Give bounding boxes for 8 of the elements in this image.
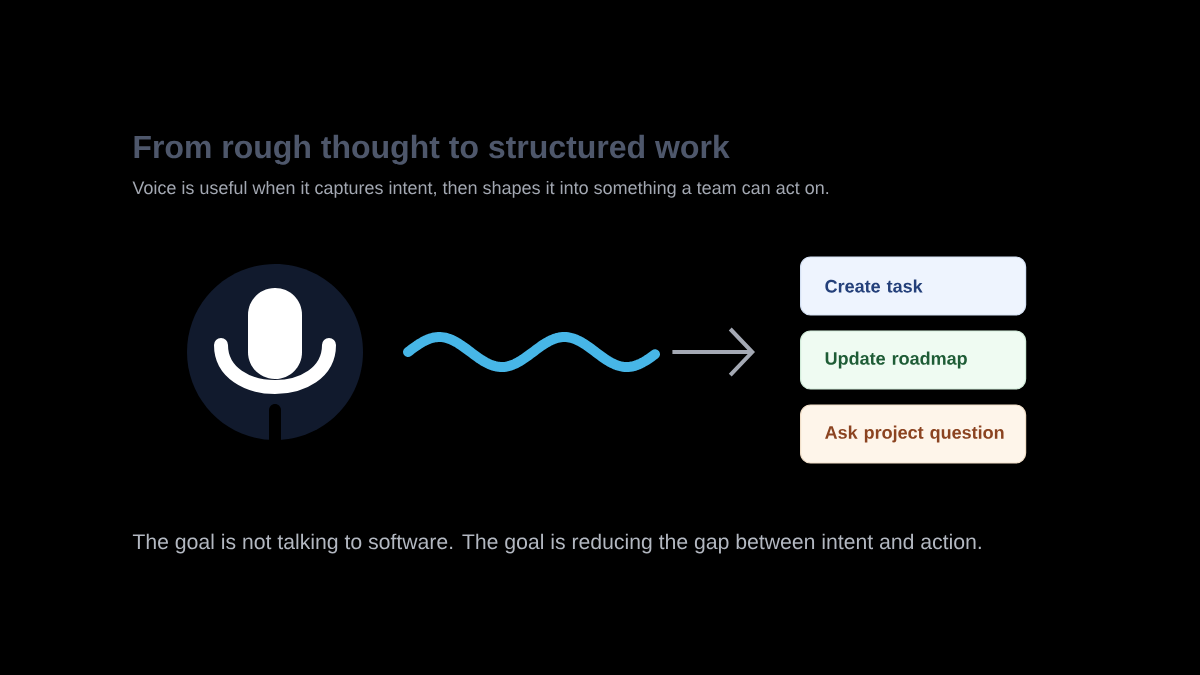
wave-line: [403, 332, 660, 372]
footnote: The goal is not talking to software. The goal is reducing the gap between intent and action.: [132, 533, 981, 554]
option-box: Update roadmap: [800, 330, 1027, 390]
title: From rough thought to structured work: [134, 134, 730, 165]
option-box: Ask project question: [800, 404, 1027, 464]
microphone-icon: [187, 264, 363, 440]
option-box: Create task: [800, 256, 1027, 316]
subtitle: Voice is useful when it captures intent, then shapes it into something a team can act on.: [132, 180, 829, 198]
